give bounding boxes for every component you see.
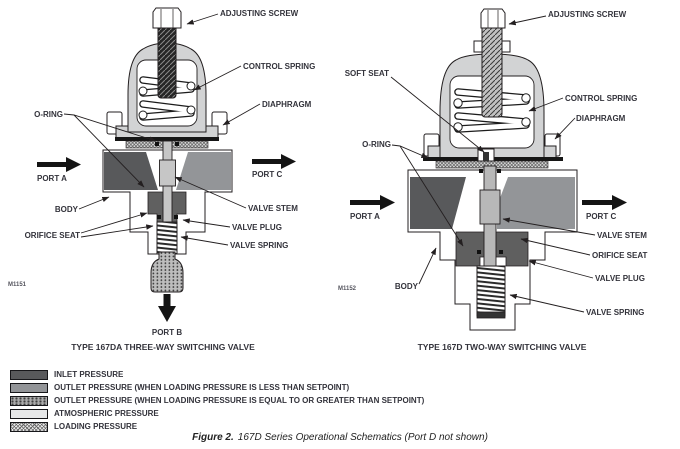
legend-swatch-atmospheric-pressure bbox=[10, 408, 48, 419]
adjusting-screw-shaft bbox=[157, 23, 177, 99]
outlet-pressure-region bbox=[176, 152, 231, 190]
diaphragm-part bbox=[115, 137, 219, 141]
valve-spring-part bbox=[476, 265, 506, 317]
label-valve-spring-left: VALVE SPRING bbox=[230, 241, 289, 250]
soft-seat-insert bbox=[483, 152, 489, 161]
label-soft-seat-right: SOFT SEAT bbox=[344, 69, 389, 78]
legend-label: LOADING PRESSURE bbox=[54, 422, 138, 431]
label-valve-spring-right: VALVE SPRING bbox=[586, 308, 645, 317]
o-ring-part bbox=[499, 250, 503, 254]
o-ring-part bbox=[479, 169, 483, 173]
pressure-legend: INLET PRESSURE OUTLET PRESSURE (WHEN LOA… bbox=[10, 368, 424, 433]
outlet-pressure-region bbox=[497, 177, 575, 229]
valve-stem-bulge bbox=[479, 189, 501, 225]
legend-label: ATMOSPHERIC PRESSURE bbox=[54, 409, 159, 418]
port-c-flow-arrow bbox=[252, 154, 296, 169]
o-ring-part bbox=[174, 215, 178, 219]
label-control-spring-right: CONTROL SPRING bbox=[565, 94, 638, 103]
valve-stem-bulge bbox=[159, 159, 176, 187]
label-orifice-seat-right: ORIFICE SEAT bbox=[592, 251, 648, 260]
label-port-a-right: PORT A bbox=[350, 212, 380, 221]
figure-caption: Figure 2.167D Series Operational Schemat… bbox=[0, 432, 680, 443]
left-valve-title: TYPE 167DA THREE-WAY SWITCHING VALVE bbox=[71, 342, 255, 352]
o-ring-part bbox=[175, 142, 179, 146]
adjusting-screw-shaft bbox=[481, 24, 503, 118]
spring-bottom-cap bbox=[476, 311, 506, 319]
legend-label: INLET PRESSURE bbox=[54, 370, 124, 379]
legend-label: OUTLET PRESSURE (WHEN LOADING PRESSURE I… bbox=[54, 396, 425, 405]
label-o-ring-right: O-RING bbox=[362, 140, 391, 149]
label-o-ring-left: O-RING bbox=[34, 110, 63, 119]
legend-label: OUTLET PRESSURE (WHEN LOADING PRESSURE I… bbox=[54, 383, 350, 392]
right-valve-leader-lines bbox=[390, 15, 596, 313]
label-control-spring-left: CONTROL SPRING bbox=[243, 62, 316, 71]
port-b-flow-arrow bbox=[158, 294, 176, 322]
legend-item-inlet-pressure: INLET PRESSURE bbox=[10, 368, 424, 381]
label-port-a-left: PORT A bbox=[37, 174, 67, 183]
drawing-code-right: M1152 bbox=[338, 286, 357, 292]
legend-item-outlet-pressure-low: OUTLET PRESSURE (WHEN LOADING PRESSURE I… bbox=[10, 381, 424, 394]
label-adjusting-screw-right: ADJUSTING SCREW bbox=[548, 10, 627, 19]
valve-spring-part bbox=[156, 221, 178, 255]
o-ring-part bbox=[497, 169, 501, 173]
label-valve-plug-right: VALVE PLUG bbox=[595, 274, 645, 283]
label-valve-stem-left: VALVE STEM bbox=[248, 204, 298, 213]
legend-swatch-inlet-pressure bbox=[10, 369, 48, 380]
label-valve-plug-left: VALVE PLUG bbox=[232, 223, 282, 232]
label-body-left: BODY bbox=[54, 205, 78, 214]
adjusting-screw-head bbox=[152, 7, 182, 29]
right-valve-title: TYPE 167D TWO-WAY SWITCHING VALVE bbox=[417, 342, 587, 352]
label-valve-stem-right: VALVE STEM bbox=[597, 231, 647, 240]
left-valve-drawing bbox=[37, 7, 296, 322]
label-orifice-seat-left: ORIFICE SEAT bbox=[24, 231, 80, 240]
legend-item-loading-pressure: LOADING PRESSURE bbox=[10, 420, 424, 433]
label-port-c-left: PORT C bbox=[252, 170, 283, 179]
o-ring-part bbox=[155, 142, 159, 146]
drawing-code-left: M1151 bbox=[8, 282, 27, 288]
port-c-flow-arrow bbox=[582, 195, 627, 210]
label-diaphragm-right: DIAPHRAGM bbox=[576, 114, 626, 123]
valve-plug-part bbox=[150, 251, 184, 293]
figure-caption-text: 167D Series Operational Schematics (Port… bbox=[237, 432, 488, 443]
label-port-c-right: PORT C bbox=[586, 212, 617, 221]
port-a-flow-arrow bbox=[350, 195, 395, 210]
adjusting-screw-head bbox=[480, 8, 506, 29]
port-a-flow-arrow bbox=[37, 157, 81, 172]
inlet-pressure-region bbox=[104, 152, 158, 190]
label-diaphragm-left: DIAPHRAGM bbox=[262, 100, 312, 109]
left-valve-leader-lines bbox=[63, 13, 261, 246]
legend-swatch-outlet-pressure-low bbox=[10, 382, 48, 393]
legend-swatch-loading-pressure bbox=[10, 421, 48, 432]
legend-item-outlet-pressure-high: OUTLET PRESSURE (WHEN LOADING PRESSURE I… bbox=[10, 394, 424, 407]
legend-swatch-outlet-pressure-high bbox=[10, 395, 48, 406]
legend-item-atmospheric-pressure: ATMOSPHERIC PRESSURE bbox=[10, 407, 424, 420]
label-body-right: BODY bbox=[394, 282, 418, 291]
label-adjusting-screw-left: ADJUSTING SCREW bbox=[220, 9, 299, 18]
o-ring-part bbox=[477, 250, 481, 254]
label-port-b-left: PORT B bbox=[151, 328, 183, 337]
figure-caption-number: Figure 2. bbox=[192, 432, 234, 443]
o-ring-part bbox=[157, 215, 161, 219]
inlet-pressure-region bbox=[410, 177, 466, 229]
right-valve-drawing bbox=[350, 8, 627, 331]
